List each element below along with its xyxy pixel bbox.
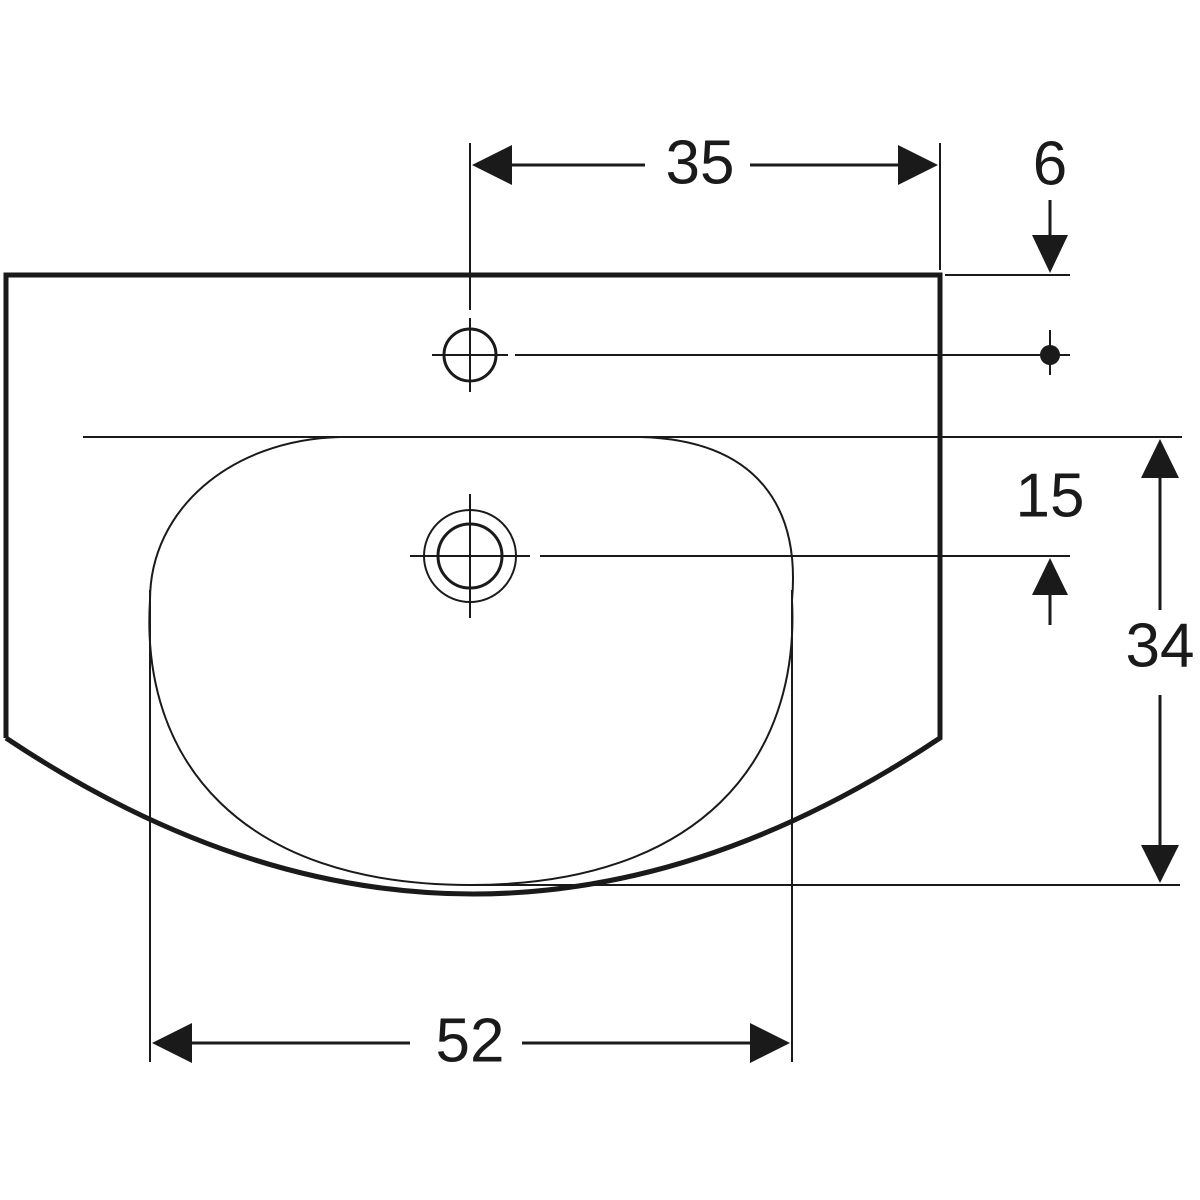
- dimension-label: 34: [1126, 611, 1195, 680]
- dimension-15: 15: [1016, 461, 1085, 625]
- drain-icon: [410, 494, 530, 618]
- bowl-outline: [148, 436, 794, 887]
- dimension-34: 34: [1126, 439, 1195, 883]
- dimension-label: 35: [666, 128, 735, 197]
- washbasin-outline: [3, 272, 943, 897]
- dimension-35: 35: [472, 128, 938, 197]
- dimension-label: 52: [436, 1006, 505, 1075]
- tap-hole-icon: [432, 318, 508, 392]
- dimension-52: 52: [152, 1006, 790, 1075]
- dimension-label: 15: [1016, 461, 1085, 530]
- dimension-label: 6: [1033, 129, 1067, 198]
- dimension-6: 6: [1032, 129, 1068, 273]
